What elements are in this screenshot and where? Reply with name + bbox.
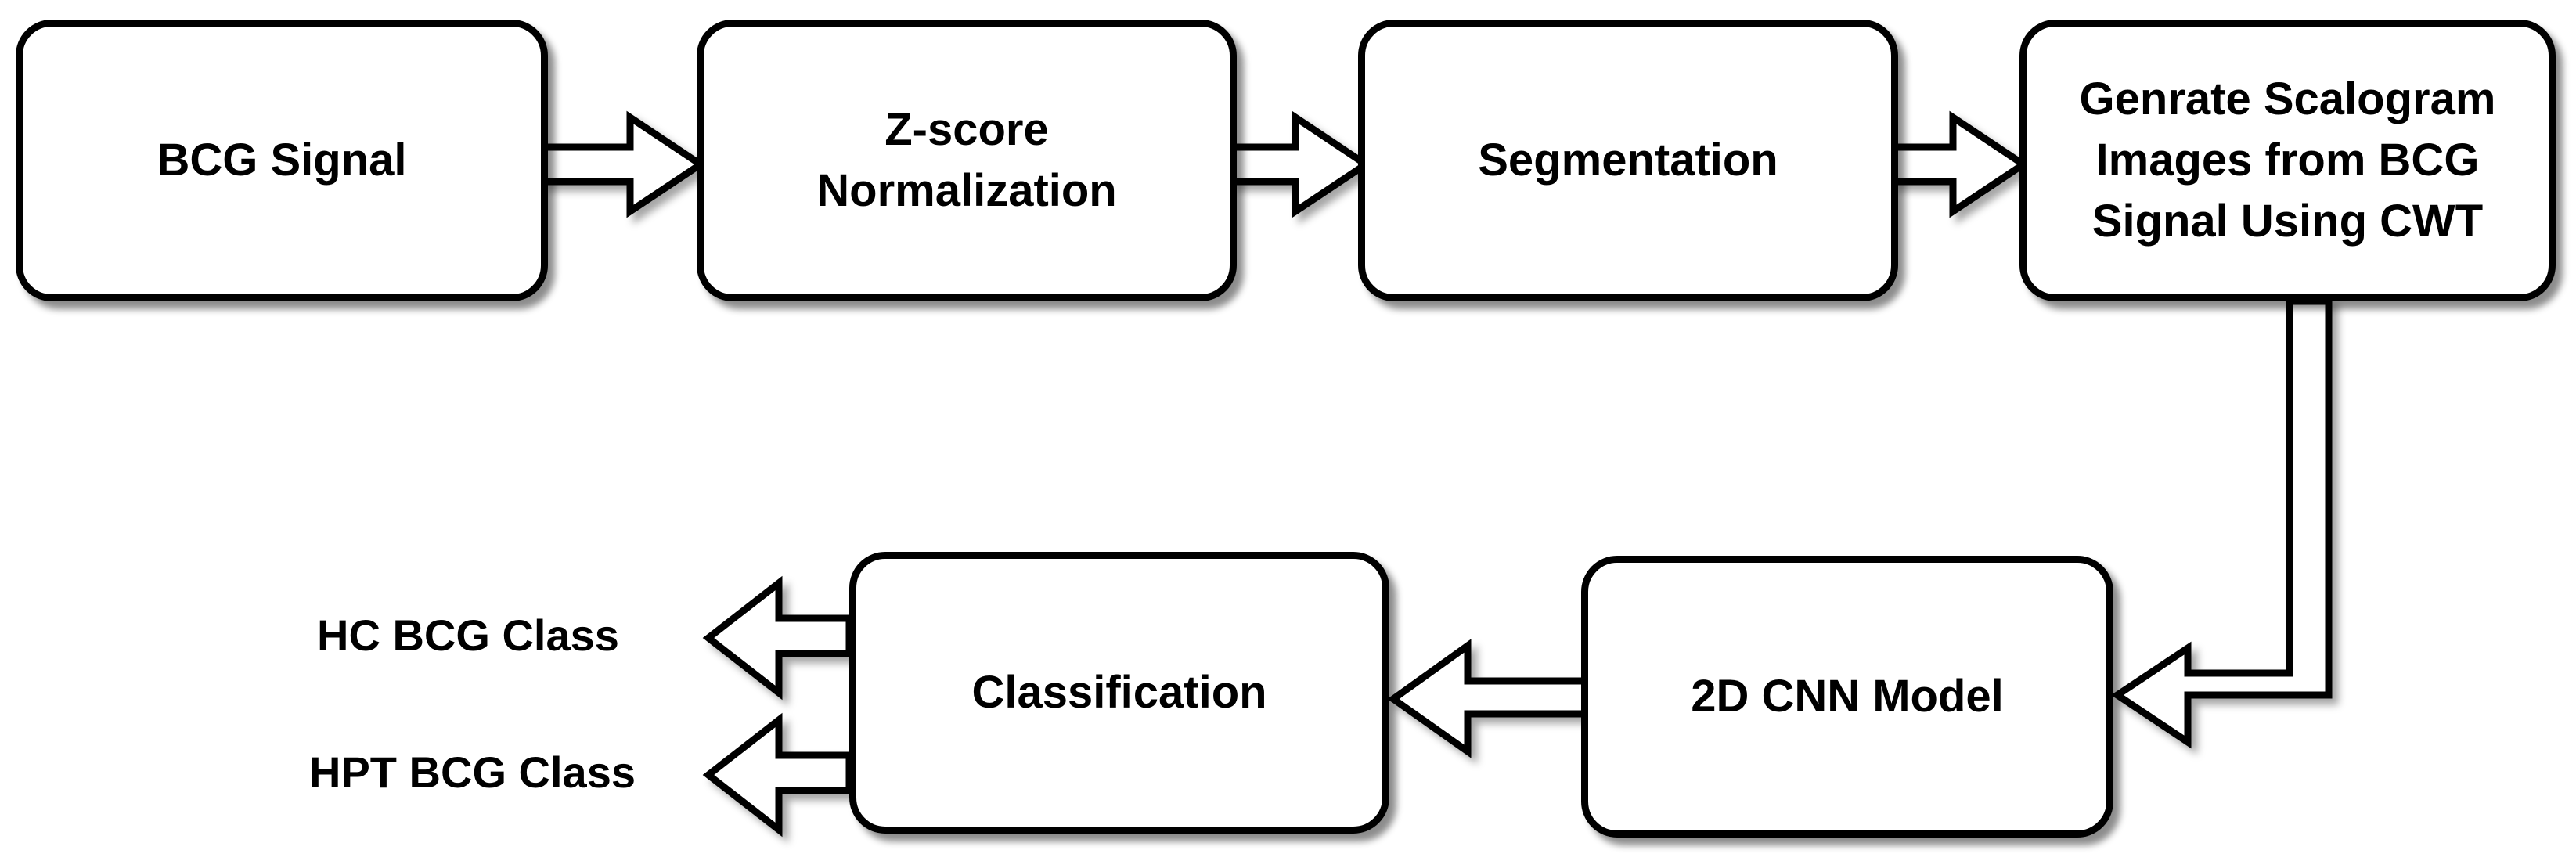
node-z-score-normalization: Z-score Normalization — [697, 20, 1237, 301]
arrow-to-hc-class — [702, 575, 853, 701]
node-classification: Classification — [849, 552, 1389, 834]
arrow-segmentation-to-scalogram — [1890, 110, 2030, 218]
node-bcg-signal: BCG Signal — [16, 20, 548, 301]
node-scalogram-generation: Genrate Scalogram Images from BCG Signal… — [2019, 20, 2556, 301]
node-segmentation: Segmentation — [1358, 20, 1898, 301]
node-classification-label: Classification — [971, 667, 1267, 718]
arrow-to-hpt-class — [702, 712, 853, 838]
arrow-cnn-to-classification — [1387, 639, 1589, 758]
node-segmentation-label: Segmentation — [1478, 135, 1778, 186]
output-hc-bcg-class: HC BCG Class — [317, 611, 619, 660]
node-2d-cnn-model: 2D CNN Model — [1581, 556, 2113, 838]
arrow-scalogram-to-cnn — [2110, 297, 2333, 749]
node-2d-cnn-model-label: 2D CNN Model — [1691, 671, 2004, 722]
arrow-bcg-to-zscore — [540, 110, 708, 218]
node-z-score-normalization-label: Z-score Normalization — [816, 104, 1117, 216]
output-hpt-bcg-class: HPT BCG Class — [309, 748, 636, 797]
node-bcg-signal-label: BCG Signal — [157, 135, 407, 186]
node-scalogram-generation-label: Genrate Scalogram Images from BCG Signal… — [2079, 74, 2496, 247]
arrow-zscore-to-segmentation — [1229, 110, 1373, 218]
